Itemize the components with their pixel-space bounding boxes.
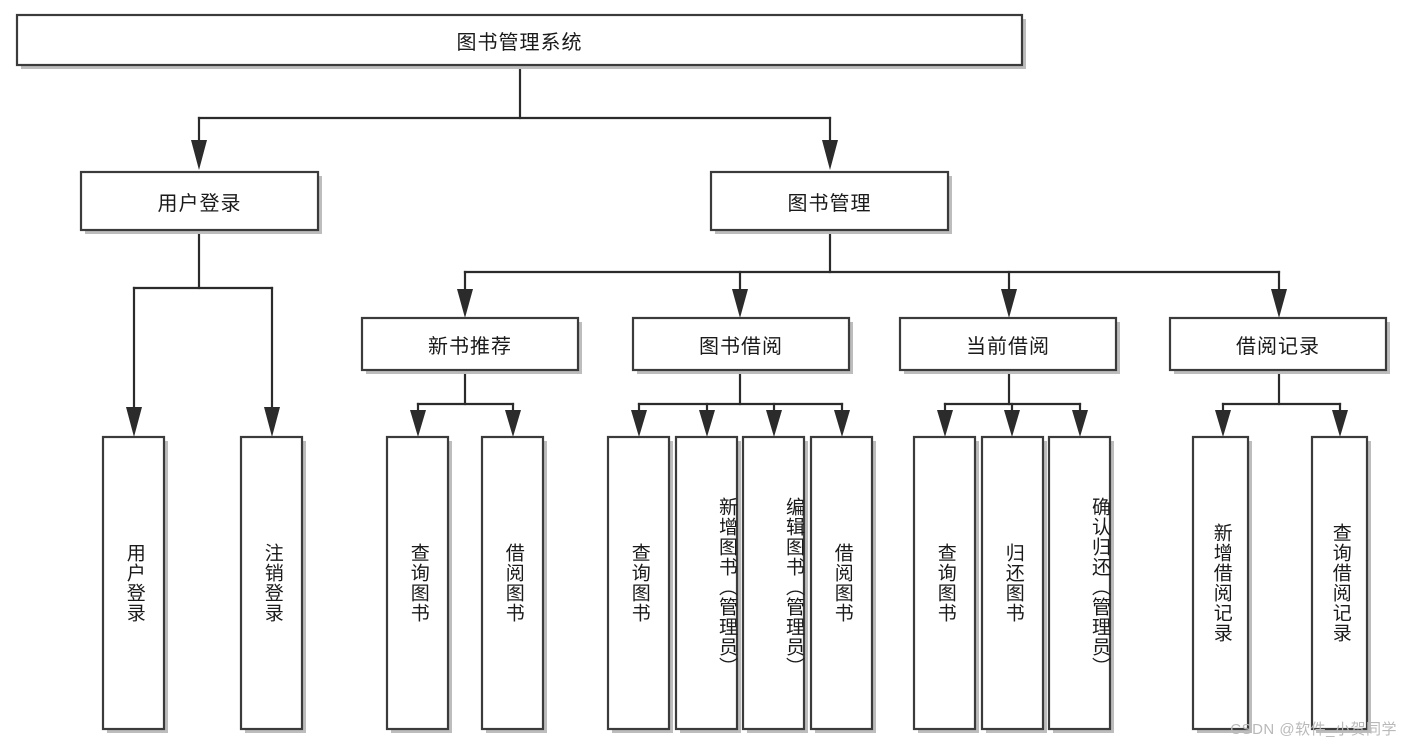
arrow-leaf-borrow-book-1 — [505, 410, 521, 437]
arrow-leaf-user-login — [126, 407, 142, 437]
node-book-manage[interactable] — [709, 170, 950, 232]
arrow-current-borrow — [1001, 289, 1017, 318]
node-leaf-query-book-3[interactable] — [912, 435, 977, 731]
arrow-leaf-query-book-3 — [937, 410, 953, 437]
node-leaf-query-book-1[interactable] — [385, 435, 450, 731]
arrow-leaf-logout-login — [264, 407, 280, 437]
arrow-user-login — [191, 140, 207, 170]
node-leaf-borrow-book-2[interactable] — [809, 435, 874, 731]
node-leaf-return-book[interactable] — [980, 435, 1045, 731]
node-leaf-add-record[interactable] — [1191, 435, 1250, 731]
arrow-leaf-add-record — [1215, 410, 1231, 437]
arrow-leaf-query-record — [1332, 410, 1348, 437]
arrow-leaf-add-book — [699, 410, 715, 437]
arrow-leaf-confirm-return — [1072, 410, 1088, 437]
node-leaf-borrow-book-1[interactable] — [480, 435, 545, 731]
node-borrow-record[interactable] — [1168, 316, 1388, 372]
node-root[interactable] — [15, 13, 1024, 67]
node-book-borrow[interactable] — [631, 316, 851, 372]
arrow-book-borrow — [732, 289, 748, 318]
arrow-leaf-query-book-2 — [631, 410, 647, 437]
node-leaf-logout-login[interactable] — [239, 435, 304, 731]
node-user-login[interactable] — [79, 170, 320, 232]
arrow-leaf-return-book — [1004, 410, 1020, 437]
arrow-new-book-recommend — [457, 289, 473, 318]
node-leaf-edit-book[interactable] — [741, 435, 806, 731]
arrow-leaf-query-book-1 — [410, 410, 426, 437]
arrow-leaf-borrow-book-2 — [834, 410, 850, 437]
node-leaf-query-book-2[interactable] — [606, 435, 671, 731]
node-new-book-recommend[interactable] — [360, 316, 580, 372]
box-layer — [15, 13, 1390, 733]
arrow-leaf-edit-book — [766, 410, 782, 437]
arrow-book-manage — [822, 140, 838, 170]
arrow-borrow-record — [1271, 289, 1287, 318]
node-current-borrow[interactable] — [898, 316, 1118, 372]
connector-layer — [126, 64, 1348, 437]
node-leaf-add-book[interactable] — [674, 435, 739, 731]
node-leaf-confirm-return[interactable] — [1047, 435, 1112, 731]
node-leaf-query-record[interactable] — [1310, 435, 1369, 731]
node-leaf-user-login[interactable] — [101, 435, 166, 731]
